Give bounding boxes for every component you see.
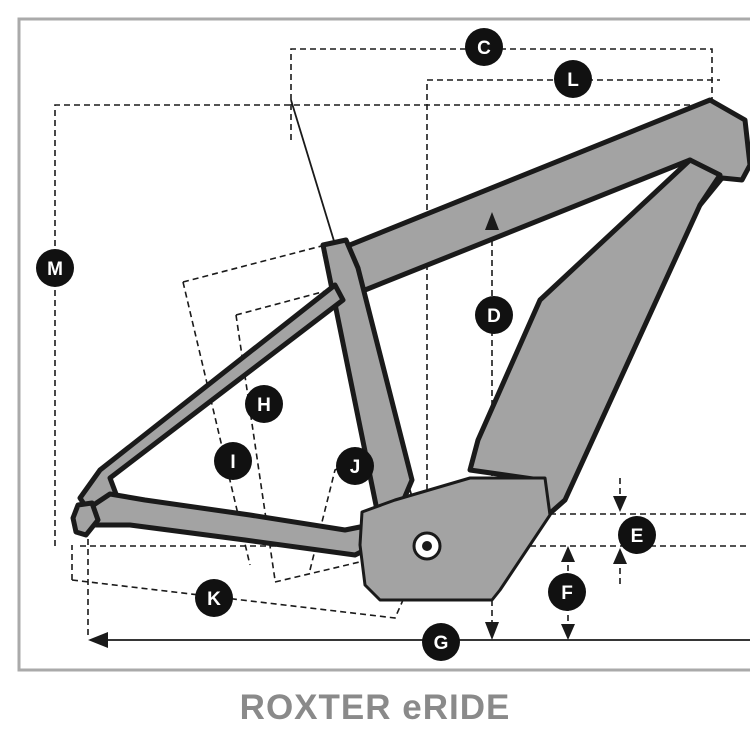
guide-h-top: [235, 287, 338, 316]
badge-g-label: G: [434, 633, 449, 654]
guide-l: [426, 79, 720, 520]
badge-j-label: J: [350, 457, 361, 478]
badge-k: K: [195, 579, 233, 617]
top-tube: [322, 97, 750, 295]
bike-frame: [70, 97, 750, 602]
arrow-f-top: [561, 546, 575, 562]
badge-e-label: E: [631, 526, 644, 547]
guide-m: [54, 104, 720, 546]
badge-d-label: D: [487, 306, 501, 327]
badge-m: M: [36, 249, 74, 287]
rear-dropout: [70, 500, 101, 538]
arrow-e-bottom: [613, 548, 627, 564]
arrow-d-bottom: [485, 622, 499, 640]
badge-e: E: [618, 516, 656, 554]
seat-stay: [77, 282, 346, 513]
badge-c: C: [465, 28, 503, 66]
model-title: ROXTER eRIDE: [239, 688, 511, 727]
badge-m-label: M: [47, 259, 63, 280]
badge-d: D: [475, 296, 513, 334]
diagram-border: [17, 17, 750, 672]
arrow-e-top: [613, 496, 627, 512]
badge-i-label: I: [230, 452, 235, 473]
badge-l-label: L: [567, 70, 579, 91]
badge-f-label: F: [561, 583, 573, 604]
badge-i: I: [214, 442, 252, 480]
bottom-bracket-center: [422, 541, 432, 551]
frame-geometry-svg: C L M D H I J E: [17, 17, 750, 672]
guide-i-top: [182, 241, 338, 283]
badge-h-label: H: [257, 395, 271, 416]
arrow-g-left: [88, 632, 108, 648]
badge-j: J: [336, 447, 374, 485]
guide-k: [71, 545, 428, 619]
badge-k-label: K: [207, 589, 221, 610]
arrow-d-top: [485, 212, 499, 230]
measurement-arrows: [88, 212, 627, 648]
badge-f: F: [548, 573, 586, 611]
badge-l: L: [554, 60, 592, 98]
arrow-f-bottom: [561, 624, 575, 640]
badge-h: H: [245, 385, 283, 423]
badge-g: G: [422, 623, 460, 661]
badge-c-label: C: [477, 38, 491, 59]
motor-housing: [358, 476, 552, 602]
